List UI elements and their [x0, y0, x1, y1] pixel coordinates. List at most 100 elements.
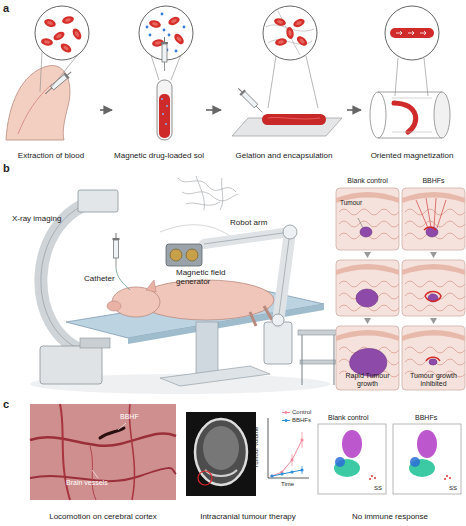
node-label: Blank control: [336, 177, 399, 185]
blood-extraction-art-part: [40, 52, 42, 92]
drug-sol-art-part-part: [146, 26, 149, 29]
drug-sol-art-part: [161, 98, 163, 100]
drug-sol-art-part: [162, 113, 164, 115]
flow-cytometry-plots-part: [374, 477, 376, 479]
node-label: Gelation and encapsulation: [222, 151, 346, 160]
node-note: Rapid Tumour growth: [336, 372, 399, 388]
drug-sol-art-part-part: [148, 19, 161, 29]
axis-label: Tumour volume: [253, 427, 260, 468]
flow-cytometry-plots: [318, 424, 461, 494]
blood-extraction-art-part-part: [71, 27, 83, 41]
flow-cytometry-plots-part: [369, 478, 371, 480]
tumour-volume-chart-part: [270, 474, 273, 477]
ct-scan-art-part: [198, 471, 212, 485]
magnetization-art-part: [434, 92, 450, 138]
operating-room-art-part: [80, 338, 110, 348]
panel-letter: c: [3, 398, 9, 410]
brain-panels-art-part: [402, 188, 465, 250]
operating-room-art: [30, 176, 338, 394]
magnetization-art-part: [378, 92, 442, 138]
cortex-photo-art-part: [118, 423, 126, 430]
gelation-art-part-part: [263, 6, 317, 60]
flow-cytometry-plots-part: [449, 477, 451, 479]
flow-arrow: [206, 109, 221, 111]
tumour-volume-chart-part: [292, 432, 302, 466]
cortex-photo-art-part: [100, 428, 124, 438]
operating-room-art-part: [204, 232, 290, 244]
flow-cytometry-plots-part: [335, 457, 345, 467]
magnetization-art-part-part: [396, 31, 426, 35]
operating-room-art-part: [278, 232, 290, 322]
node-label: Extraction of blood: [3, 151, 99, 160]
condition-column: BBHFsTumour growth inhibited: [402, 176, 465, 392]
brain-panels-art-part-part: [402, 260, 465, 316]
brain-panels-art-part-part: [402, 264, 465, 275]
gelation-art-part: [262, 114, 326, 125]
operating-room-art-part: [298, 330, 338, 335]
brain-panels-art-part-part: [405, 281, 465, 311]
operating-room-art-part: [300, 360, 336, 364]
gelation-art-part: [236, 86, 265, 115]
magnetization-art-part: [394, 103, 416, 132]
cortex-photo-art-part: [92, 470, 98, 478]
drug-sol-art-part-part: [161, 13, 164, 16]
panel-letter: b: [3, 162, 10, 174]
node-label: Magnetic drug-loaded sol: [113, 151, 205, 160]
flow-arrow: [347, 109, 361, 111]
node-label: Oriented magnetization: [362, 151, 462, 160]
operating-room-art-part: [160, 366, 270, 386]
brain-panels-art-part: [336, 188, 399, 250]
brain-panels-art-part-part: [426, 357, 440, 361]
ct-scan-art-part: [186, 412, 256, 496]
gelation-art-part-part: [285, 26, 294, 39]
blood-extraction-art: [6, 6, 89, 140]
drug-sol-art-part-part: [168, 34, 171, 37]
part-label: Robot arm: [230, 218, 267, 227]
brain-panels-art-part-part: [336, 326, 399, 390]
axis-label: SS: [449, 485, 457, 492]
gelation-art-part-part: [278, 11, 300, 55]
tumour-volume-chart-part: [270, 474, 273, 477]
part-label: Magnetic field generator: [176, 268, 242, 286]
brain-panels-art-part-part: [336, 264, 399, 275]
brain-panels-art-part: [336, 326, 399, 390]
process-step: Magnetic drug-loaded sol: [113, 60, 205, 160]
legend-entry: Control: [292, 409, 311, 416]
brain-panels-art-part-part: [336, 260, 399, 316]
flow-cytometry-plots-part: [393, 424, 461, 494]
gelation-art-part: [263, 6, 317, 60]
drug-sol-art-part-part: [167, 15, 181, 27]
blood-extraction-art-part-part: [61, 15, 74, 25]
gelation-art-part-part: [295, 34, 309, 47]
operating-room-art-part: [204, 232, 290, 244]
magnetization-art-part: [392, 98, 432, 132]
brain-panels-art-part-part: [425, 292, 441, 302]
cortex-photo-art-part: [90, 446, 96, 500]
flow-cytometry-plots-part: [417, 430, 437, 458]
brain-panels-art-part-part: [429, 359, 437, 365]
flow-cytometry-plots-part: [410, 457, 420, 467]
plot-title: Blank control: [328, 414, 368, 422]
magnetization-art-part: [395, 58, 398, 96]
tumour-volume-chart-part: [300, 468, 303, 471]
ct-scan-art: [186, 412, 256, 496]
flow-cytometry-plots-part: [444, 478, 446, 480]
node-label: No immune response: [316, 512, 464, 521]
gelation-art-part-part: [292, 17, 306, 29]
gelation-art-part-part: [273, 17, 286, 27]
tumour-volume-chart-part: [285, 419, 288, 422]
cortex-photo-art: [30, 404, 176, 500]
brain-panels-art-part-part: [356, 289, 378, 307]
brain-panels-art-part-part: [416, 198, 446, 228]
operating-room-art-part: [116, 267, 130, 290]
part-label: Catheter: [84, 274, 115, 283]
panel-letter: a: [3, 2, 9, 14]
magnetization-art-part: [370, 92, 386, 138]
operating-room-art-part: [170, 249, 182, 261]
drug-sol-art-part: [157, 80, 172, 140]
image-label: Brain vessels: [66, 479, 108, 487]
ct-scan-art-part: [203, 426, 239, 470]
blood-extraction-art-part: [35, 6, 89, 60]
